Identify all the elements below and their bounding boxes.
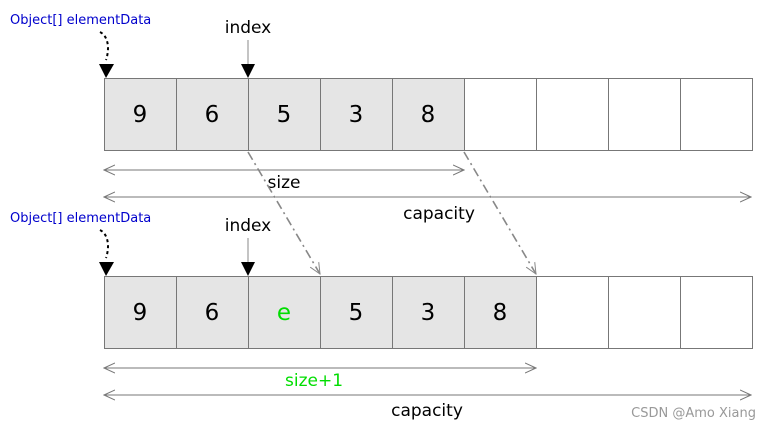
bottom-cell-8 [680, 276, 753, 349]
bottom-cell-value-1: 6 [205, 300, 220, 326]
top-index-arrowhead [241, 64, 255, 78]
shift-arrows [247, 151, 537, 274]
top-cell-value-1: 6 [205, 102, 220, 128]
bottom-cell-7 [608, 276, 681, 349]
bottom-pointer-arrow [99, 229, 109, 259]
top-array-section: Object[] elementData index 9 6 5 3 8 size ca… [10, 13, 753, 224]
bottom-array-section: Object[] elementData index 9 6 e 5 3 8 size+1… [10, 211, 753, 421]
top-cell-7 [608, 78, 681, 151]
top-cell-1 [176, 78, 249, 151]
top-cell-value-4: 8 [421, 102, 436, 128]
bottom-cell-5 [464, 276, 537, 349]
bottom-pointer-label: Object[] elementData [10, 211, 151, 226]
top-pointer-arrow [99, 31, 109, 61]
shift-arrow-0 [247, 151, 321, 274]
shift-arrow-1 [463, 151, 537, 274]
bottom-cell-1 [176, 276, 249, 349]
bottom-cell-2 [248, 276, 321, 349]
top-index-label: index [225, 18, 272, 38]
bottom-size-label: size+1 [285, 371, 343, 391]
bottom-cell-value-4: 3 [421, 300, 436, 326]
top-capacity-label: capacity [403, 204, 475, 224]
bottom-index-label: index [225, 216, 272, 236]
watermark: CSDN @Amo Xiang [631, 406, 756, 421]
bottom-cell-value-3: 5 [349, 300, 364, 326]
bottom-cell-value-2: e [277, 300, 291, 326]
top-pointer-label: Object[] elementData [10, 13, 151, 28]
top-cell-value-3: 3 [349, 102, 364, 128]
top-cell-6 [536, 78, 609, 151]
bottom-index-arrowhead [241, 262, 255, 276]
top-cell-2 [248, 78, 321, 151]
bottom-cell-value-5: 8 [493, 300, 508, 326]
bottom-cell-value-0: 9 [133, 300, 148, 326]
bottom-pointer-arrowhead [99, 262, 114, 276]
bottom-cell-0 [104, 276, 177, 349]
bottom-cell-4 [392, 276, 465, 349]
top-cell-5 [464, 78, 537, 151]
bottom-capacity-label: capacity [391, 401, 463, 421]
top-pointer-arrowhead [99, 64, 114, 78]
bottom-cell-6 [536, 276, 609, 349]
top-cell-value-2: 5 [277, 102, 292, 128]
bottom-cells: 9 6 e 5 3 8 [104, 276, 753, 349]
top-cell-8 [680, 78, 753, 151]
top-size-label: size [268, 173, 301, 193]
bottom-cell-3 [320, 276, 393, 349]
top-cells: 9 6 5 3 8 [104, 78, 753, 151]
top-cell-value-0: 9 [133, 102, 148, 128]
